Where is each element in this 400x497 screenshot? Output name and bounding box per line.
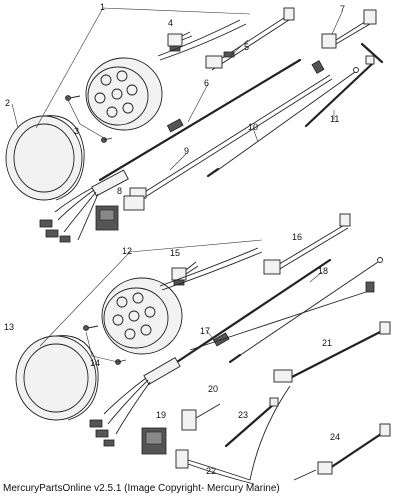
cable-24 [293,423,391,481]
connector-7 [321,9,384,64]
harness-22 [175,449,255,485]
cable-tie-23 [224,397,279,448]
callout-8: 8 [117,186,122,196]
callout-labels: 1 2 3 4 5 6 7 8 9 10 11 12 13 14 15 16 1… [4,2,345,476]
callout-21: 21 [322,338,332,348]
connector-4 [167,31,193,52]
cable-tie-11 [304,55,375,128]
callout-19: 19 [156,410,166,420]
screws-upper [65,95,113,143]
leader-lines [11,7,343,363]
light-housing-upper [85,57,163,131]
callout-12: 12 [122,246,132,256]
switch-19 [141,427,167,455]
callout-15: 15 [170,248,180,258]
callout-3: 3 [74,126,79,136]
wire-5 [205,7,295,71]
wire-16 [263,213,351,275]
callout-4: 4 [168,18,173,28]
connector-20 [181,403,221,431]
callout-11: 11 [330,114,339,124]
callout-22: 22 [206,466,216,476]
wire-9 [129,60,333,200]
callout-7: 7 [340,4,345,14]
harness-upper [39,58,302,243]
wiring-loom-lower [159,247,263,291]
light-housing-lower [101,277,183,355]
bezel-ring-upper [5,115,85,201]
callout-1: 1 [100,2,105,12]
callout-2: 2 [5,98,10,108]
callout-17: 17 [200,326,210,336]
wiring-loom-upper [157,19,247,61]
callout-6: 6 [204,78,209,88]
lower-assembly [15,213,391,485]
wire-17 [189,281,375,351]
upper-assembly [5,7,384,243]
cable-21 [249,321,391,481]
callout-10: 10 [248,122,258,132]
callout-13: 13 [4,322,14,332]
callout-23: 23 [238,410,248,420]
callout-16: 16 [292,232,302,242]
callout-24: 24 [330,432,340,442]
bezel-ring-lower [15,335,99,421]
callout-5: 5 [244,42,249,52]
callout-14: 14 [90,358,100,368]
switch-8 [95,195,145,231]
harness-lower [89,258,332,447]
wire-18 [228,257,383,364]
wire-10 [206,67,359,178]
callout-9: 9 [184,146,189,156]
callout-20: 20 [208,384,218,394]
callout-18: 18 [318,266,328,276]
copyright-footer: MercuryPartsOnline v2.5.1 (Image Copyrig… [3,483,280,494]
